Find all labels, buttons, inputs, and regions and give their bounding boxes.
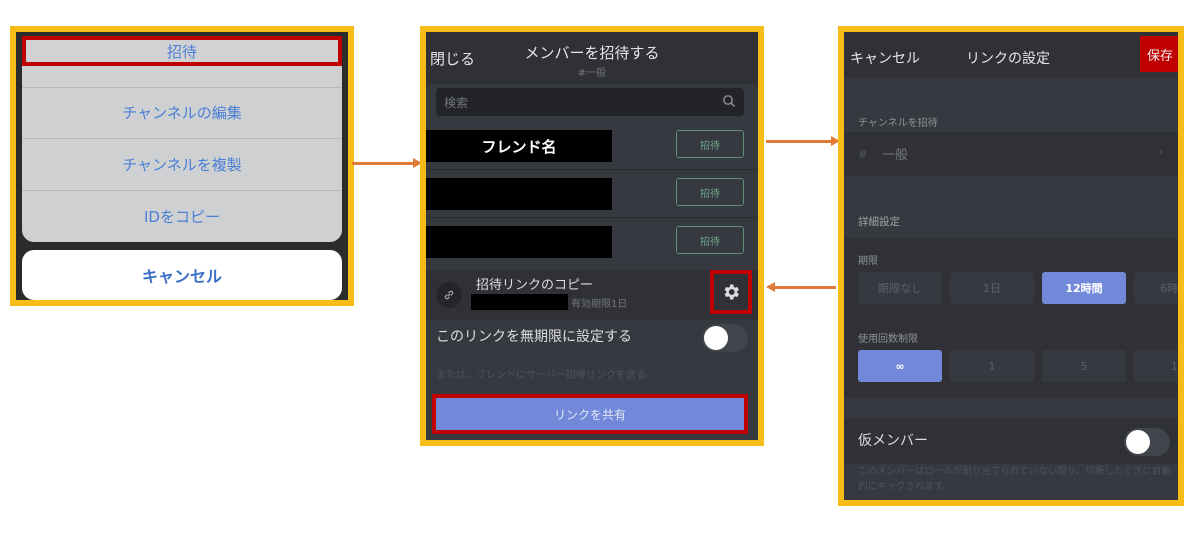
action-duplicate-channel-label: チャンネルを複製 — [122, 155, 242, 174]
invite-friend-button[interactable]: 招待 — [676, 130, 744, 158]
expire-option-1d[interactable]: 1日 — [950, 272, 1034, 304]
advanced-settings-body: 期限 期限なし 1日 12時間 6時 使用回数制限 ∞ 1 5 1 — [844, 238, 1178, 398]
advanced-settings-label: 詳細設定 — [858, 216, 900, 228]
chevron-right-icon: › — [1158, 144, 1164, 160]
expire-option-6h[interactable]: 6時 — [1134, 272, 1178, 304]
channel-subtitle: #一般 — [577, 68, 607, 79]
share-link-button[interactable]: リンクを共有 — [432, 394, 748, 434]
temporary-member-row: 仮メンバー — [844, 418, 1178, 464]
max-uses-option-10[interactable]: 1 — [1134, 350, 1178, 382]
permanent-link-label: このリンクを無期限に設定する — [436, 329, 632, 345]
link-settings-button[interactable] — [710, 270, 752, 314]
friend-name-redacted — [426, 226, 612, 258]
cancel-button[interactable]: キャンセル — [850, 51, 920, 67]
action-edit-channel-label: チャンネルの編集 — [122, 104, 242, 123]
invite-header: 閉じる メンバーを招待する #一般 — [426, 32, 758, 84]
page-title: リンクの設定 — [966, 51, 1050, 67]
arrow-right-icon — [766, 136, 840, 146]
max-uses-option-1[interactable]: 1 — [950, 350, 1034, 382]
invite-members-panel: 閉じる メンバーを招待する #一般 検索 フレンド名 招待 招待 招待 招待リン… — [420, 26, 764, 446]
save-button[interactable]: 保存 — [1140, 36, 1178, 72]
invite-friend-button[interactable]: 招待 — [676, 226, 744, 254]
invite-link-redacted — [471, 294, 568, 310]
share-link-label: リンクを共有 — [553, 407, 626, 422]
search-icon — [723, 95, 736, 108]
action-invite-label: 招待 — [166, 42, 197, 61]
channel-select-row[interactable]: # 一般 › — [844, 132, 1178, 176]
action-cancel-label: キャンセル — [141, 267, 222, 286]
channel-name: 一般 — [882, 148, 909, 163]
invite-link-title: 招待リンクのコピー — [476, 278, 594, 293]
temporary-member-label: 仮メンバー — [858, 433, 928, 449]
toggle-knob — [1126, 430, 1150, 454]
action-copy-id[interactable]: IDをコピー — [22, 191, 342, 243]
link-icon — [436, 282, 462, 308]
search-placeholder: 検索 — [444, 96, 469, 110]
hash-icon: # — [858, 147, 869, 161]
action-edit-channel[interactable]: チャンネルの編集 — [22, 88, 342, 139]
link-settings-panel: キャンセル リンクの設定 保存 チャンネルを招待 # 一般 › 詳細設定 期限 … — [838, 26, 1184, 506]
friend-row: 招待 — [426, 172, 758, 218]
gear-icon — [724, 284, 739, 300]
arrow-left-icon — [766, 282, 836, 292]
temporary-member-hint: このメンバーはロールが割り当てられていない限り、切断したときに自動的にキックされ… — [858, 466, 1171, 492]
max-uses-option-unlimited[interactable]: ∞ — [858, 350, 942, 382]
invite-link-row[interactable]: 招待リンクのコピー 有効期限1日 — [426, 270, 758, 320]
friend-name-redacted — [426, 178, 612, 210]
invite-friend-button[interactable]: 招待 — [676, 178, 744, 206]
action-copy-id-label: IDをコピー — [144, 207, 220, 226]
arrow-right-icon — [352, 158, 422, 168]
action-invite[interactable]: 招待 — [22, 36, 342, 66]
max-uses-label: 使用回数制限 — [858, 334, 918, 345]
friend-row: フレンド名 招待 — [426, 124, 758, 170]
invite-link-expiry: 有効期限1日 — [571, 299, 628, 310]
expire-option-12h[interactable]: 12時間 — [1042, 272, 1126, 304]
action-invite-wrap: 招待 — [22, 36, 342, 88]
expire-label: 期限 — [858, 256, 878, 267]
invite-channel-label: チャンネルを招待 — [858, 118, 938, 129]
permanent-link-toggle[interactable] — [702, 324, 748, 352]
save-label: 保存 — [1146, 48, 1173, 64]
friend-row: 招待 — [426, 220, 758, 266]
action-duplicate-channel[interactable]: チャンネルを複製 — [22, 139, 342, 191]
page-title: メンバーを招待する — [524, 44, 660, 62]
close-button[interactable]: 閉じる — [430, 50, 476, 68]
expire-option-never[interactable]: 期限なし — [858, 272, 942, 304]
action-sheet-panel: 招待 チャンネルの編集 チャンネルを複製 IDをコピー キャンセル — [10, 26, 354, 306]
temporary-member-toggle[interactable] — [1124, 428, 1170, 456]
friend-name-redacted: フレンド名 — [426, 130, 612, 162]
max-uses-option-5[interactable]: 5 — [1042, 350, 1126, 382]
search-input[interactable]: 検索 — [436, 88, 744, 116]
action-sheet: 招待 チャンネルの編集 チャンネルを複製 IDをコピー — [22, 36, 342, 242]
share-hint: または、フレンドにサーバー招待リンクを送る。 — [436, 370, 656, 381]
link-settings-header: キャンセル リンクの設定 保存 — [844, 32, 1178, 78]
action-cancel-button[interactable]: キャンセル — [22, 250, 342, 300]
toggle-knob — [704, 326, 728, 350]
